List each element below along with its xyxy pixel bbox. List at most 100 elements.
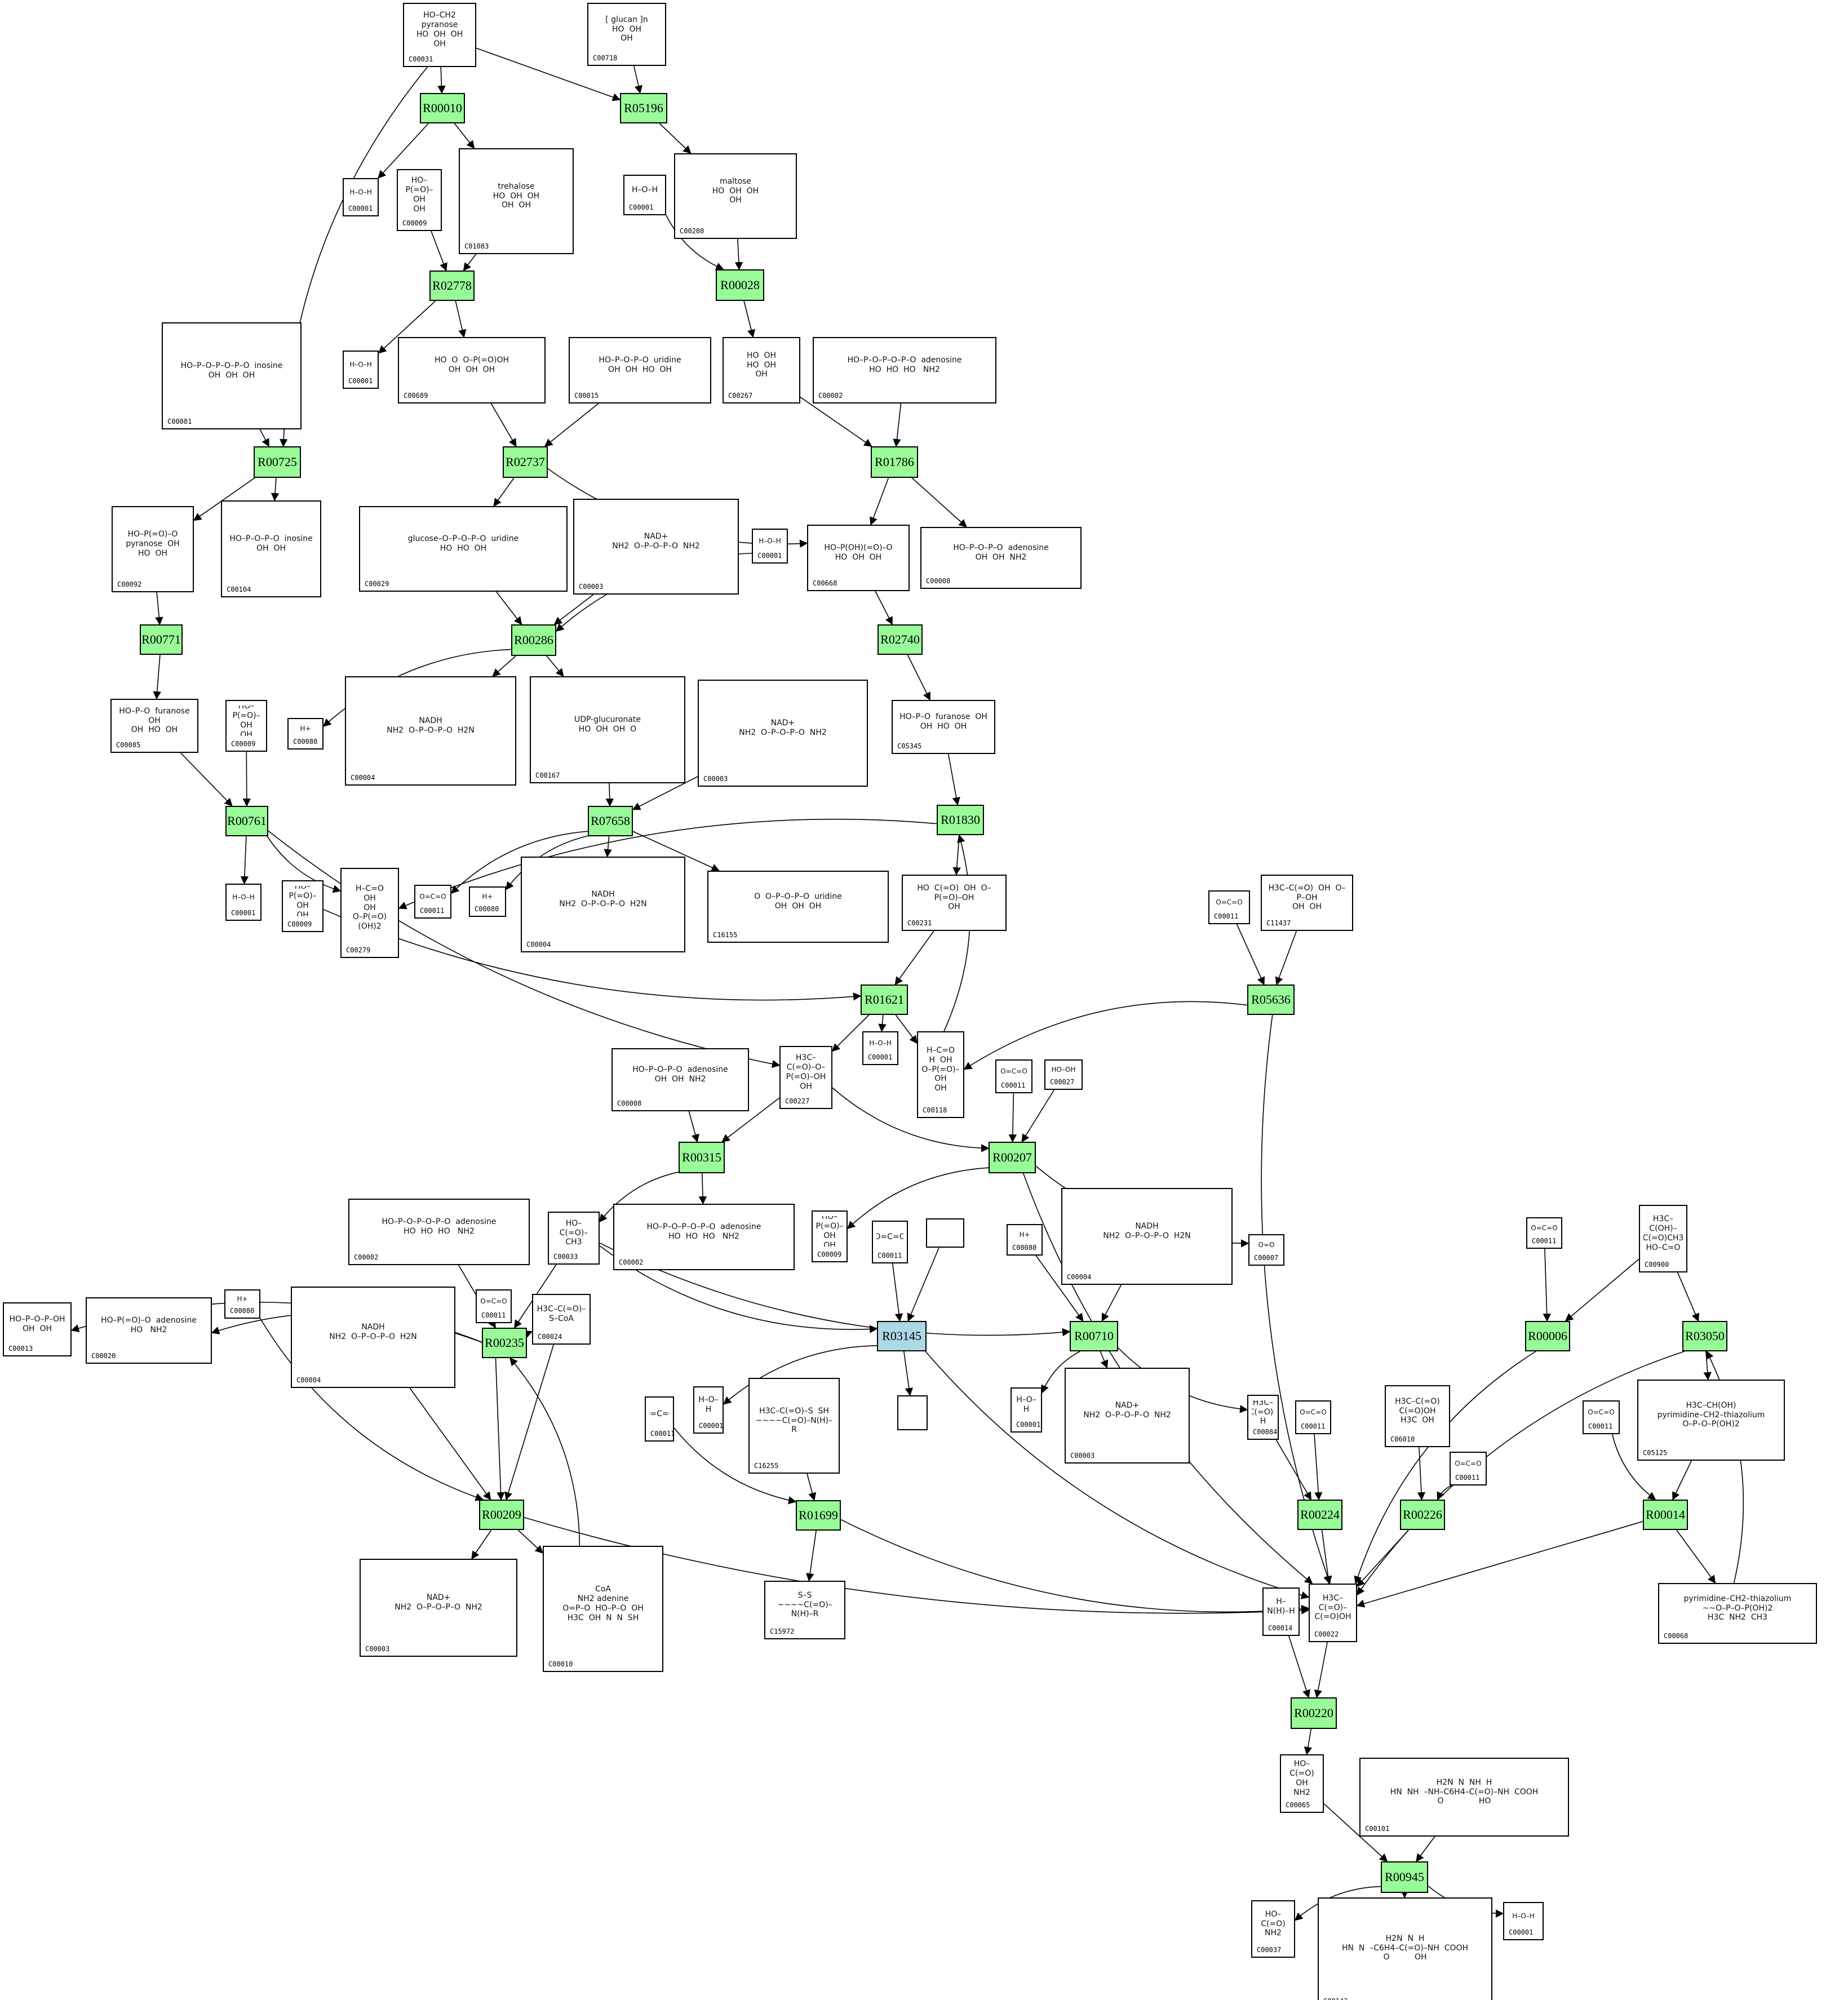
compound-node-empty[interactable] bbox=[897, 1395, 928, 1430]
reaction-node-r02737[interactable]: R02737 bbox=[503, 446, 548, 478]
reaction-node-r00014[interactable]: R00014 bbox=[1643, 1500, 1688, 1530]
reaction-node-r01786[interactable]: R01786 bbox=[871, 446, 918, 478]
compound-node-c00010[interactable]: CoA NH2 adenine O=P–O HO–P–O OH H3C OH N… bbox=[543, 1546, 663, 1672]
compound-node-empty[interactable] bbox=[926, 1218, 964, 1248]
reaction-node-r00235[interactable]: R00235 bbox=[482, 1328, 527, 1358]
compound-node-c00080[interactable]: H+C00080 bbox=[287, 718, 323, 750]
reaction-node-r00771[interactable]: R00771 bbox=[140, 624, 183, 655]
compound-node-c00080[interactable]: H+C00080 bbox=[469, 886, 506, 917]
compound-node-c00080[interactable]: H+C00080 bbox=[1007, 1224, 1043, 1256]
reaction-node-r00028[interactable]: R00028 bbox=[716, 269, 764, 301]
compound-node-c05125[interactable]: H3C–CH(OH) pyrimidine–CH2–thiazolium O–P… bbox=[1637, 1380, 1785, 1461]
reaction-node-r00209[interactable]: R00209 bbox=[479, 1500, 524, 1530]
compound-node-c00080[interactable]: H+C00080 bbox=[224, 1289, 260, 1319]
reaction-node-r00945[interactable]: R00945 bbox=[1381, 1861, 1428, 1893]
reaction-node-r00006[interactable]: R00006 bbox=[1525, 1321, 1570, 1351]
reaction-node-r00725[interactable]: R00725 bbox=[254, 446, 301, 478]
reaction-node-r07658[interactable]: R07658 bbox=[588, 806, 633, 836]
reaction-node-r00224[interactable]: R00224 bbox=[1297, 1500, 1342, 1530]
reaction-node-r00315[interactable]: R00315 bbox=[679, 1142, 725, 1173]
compound-node-c00143[interactable]: H2N N H HN N –C6H4–C(=O)–NH COOH O OHC00… bbox=[1318, 1897, 1492, 2000]
reaction-node-r01830[interactable]: R01830 bbox=[937, 805, 984, 835]
reaction-node-r02778[interactable]: R02778 bbox=[429, 270, 475, 301]
reaction-node-r01699[interactable]: R01699 bbox=[796, 1500, 841, 1531]
reaction-node-r05636[interactable]: R05636 bbox=[1247, 985, 1295, 1015]
reaction-node-r05196[interactable]: R05196 bbox=[620, 93, 667, 123]
reaction-node-r00761[interactable]: R00761 bbox=[225, 806, 268, 836]
reaction-node-r00010[interactable]: R00010 bbox=[420, 93, 465, 123]
reaction-node-r00710[interactable]: R00710 bbox=[1070, 1321, 1118, 1351]
reaction-node-r03050[interactable]: R03050 bbox=[1682, 1321, 1727, 1351]
reaction-node-r00207[interactable]: R00207 bbox=[989, 1142, 1036, 1173]
compound-node-c00068[interactable]: pyrimidine–CH2–thiazolium ~~O–P–O–P(OH)2… bbox=[1658, 1583, 1817, 1644]
reaction-node-r03145[interactable]: R03145 bbox=[877, 1321, 927, 1351]
compound-node-c00101[interactable]: H2N N NH H HN NH –NH–C6H4–C(=O)–NH COOH … bbox=[1359, 1758, 1569, 1837]
